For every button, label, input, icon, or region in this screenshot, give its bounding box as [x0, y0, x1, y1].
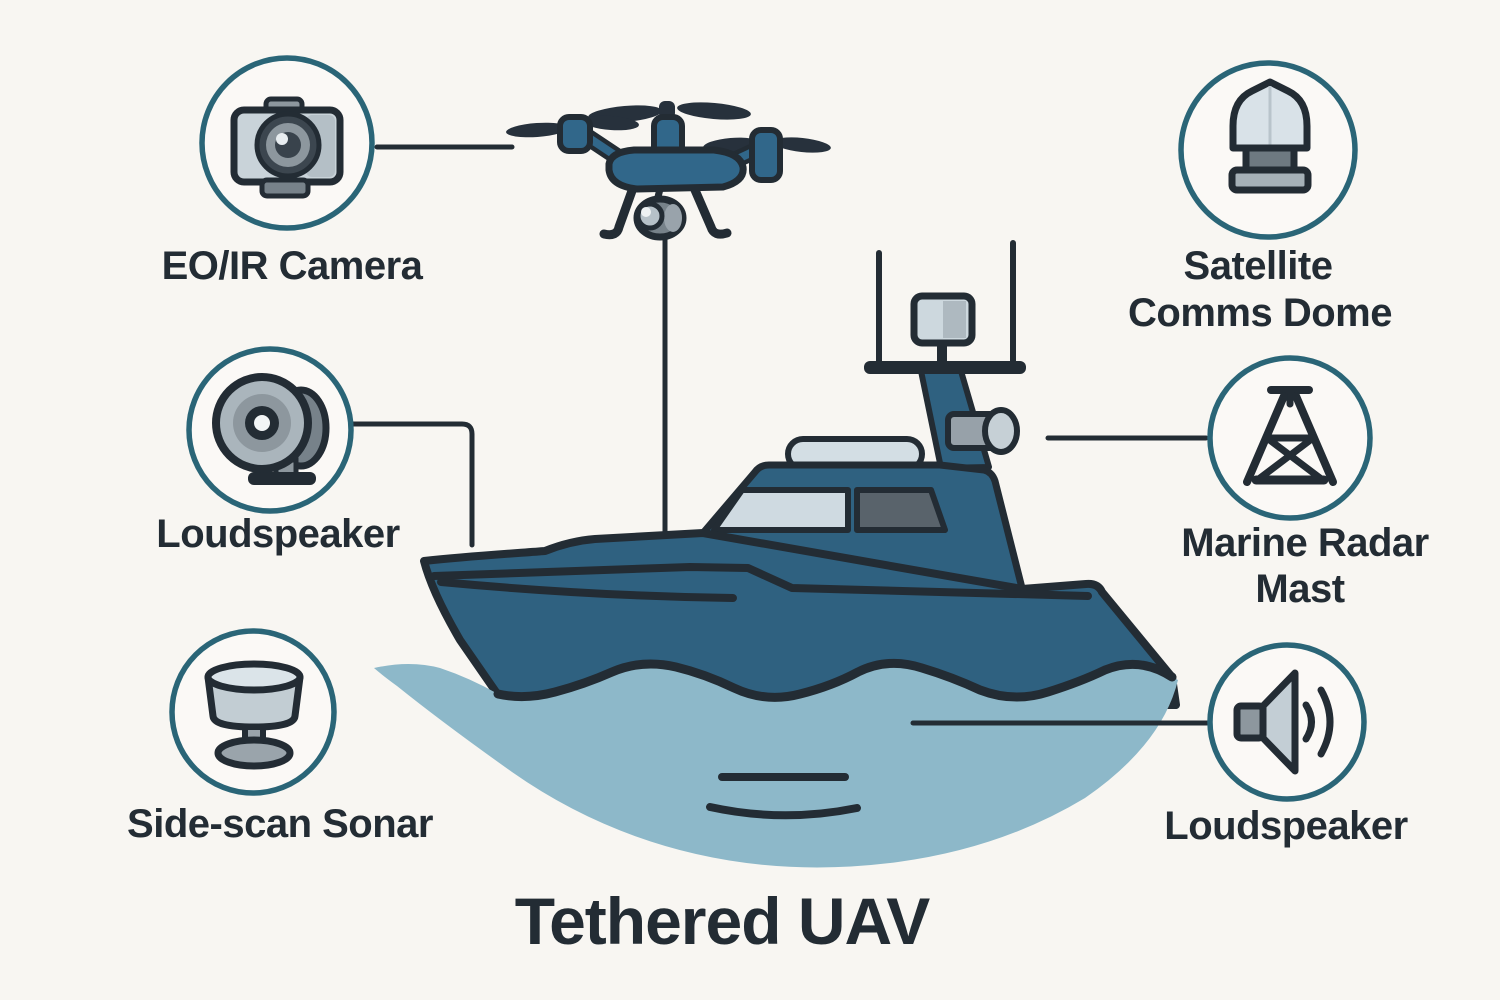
callout-side-scan-sonar: Side-scan Sonar [127, 628, 433, 846]
mast-crossbar [864, 361, 1026, 374]
right-motor-pod [749, 127, 783, 183]
center-prop-blade-right [677, 102, 751, 120]
left-prop-blade-right [583, 115, 639, 131]
callout-label-line2: Comms Dome [1128, 291, 1392, 335]
sonar-base [214, 736, 294, 770]
camera-icon [230, 96, 344, 199]
radar-cylinder-cap [982, 407, 1020, 455]
hull-accent-line [437, 578, 737, 602]
speaker-waves-icon [1233, 669, 1334, 775]
sound-wave-inner [1302, 701, 1315, 743]
hull-sheer-line [430, 563, 1092, 600]
satcom-dome-icon [1228, 78, 1312, 194]
water [374, 658, 1178, 868]
horn-loudspeaker-icon [212, 373, 330, 485]
callout-loudspeaker-left: Loudspeaker [156, 346, 400, 556]
callout-label-line1: Marine Radar [1181, 521, 1428, 565]
tower-x-brace-2 [1256, 434, 1317, 482]
waterline-wave [493, 658, 1177, 702]
propellers [506, 101, 831, 153]
sonar-transducer-icon [204, 660, 304, 770]
usv-boat [420, 240, 1180, 709]
connector-loudspeaker-left [350, 421, 475, 548]
water-body [374, 663, 1178, 868]
callout-label: Loudspeaker [156, 512, 399, 556]
callout-loudspeaker-right: Loudspeaker [1164, 642, 1408, 848]
left-motor-pod [557, 114, 593, 154]
gimbal-camera-lens [635, 201, 665, 231]
right-prop-blade-right [773, 137, 831, 153]
cabin-window-light [711, 487, 851, 533]
callout-label: Loudspeaker [1164, 804, 1407, 848]
satcom-screen-shade [943, 301, 966, 338]
uav-drone [506, 101, 831, 241]
landing-leg-right [690, 185, 732, 239]
dome-base [1228, 166, 1312, 194]
screen-stalk [937, 338, 947, 366]
cabin-window-dark [854, 487, 948, 533]
mast-antennas [864, 240, 1026, 374]
callout-marine-radar-mast: Marine Radar Mast [1181, 355, 1429, 611]
landing-leg-left [599, 183, 638, 240]
gimbal-lens-highlight [641, 207, 651, 217]
radar-lattice-mast-icon [1243, 386, 1337, 486]
callout-label-line2: Mast [1255, 567, 1344, 611]
drone-camera-gimbal [633, 185, 687, 241]
callout-label: EO/IR Camera [162, 244, 424, 288]
callout-connectors [350, 144, 1209, 548]
drone-fuselage [605, 146, 747, 193]
water-detail-arc [706, 803, 861, 820]
hull [420, 529, 1180, 709]
hull-body [420, 529, 1180, 709]
speaker-box [1233, 702, 1267, 742]
callout-label-line1: Satellite [1184, 244, 1333, 288]
diagram-title: Tethered UAV [515, 884, 931, 958]
callout-eo-ir-camera: EO/IR Camera [162, 55, 424, 288]
speaker-horn [1259, 669, 1299, 775]
speaker-cone-center [254, 415, 270, 431]
tower-x-brace-1 [1263, 434, 1324, 482]
camera-bottom-tab [259, 177, 311, 199]
sonar-drum-top [204, 660, 304, 694]
callout-satellite-comms-dome: Satellite Comms Dome [1128, 60, 1392, 335]
gimbal-camera-back [664, 204, 682, 232]
callout-label: Side-scan Sonar [127, 802, 433, 846]
sound-wave-outer [1317, 686, 1334, 758]
speaker-base [248, 472, 316, 485]
left-prop-blade-left [506, 122, 568, 138]
radar-unit [945, 407, 1020, 455]
camera-lens-highlight [276, 133, 288, 145]
